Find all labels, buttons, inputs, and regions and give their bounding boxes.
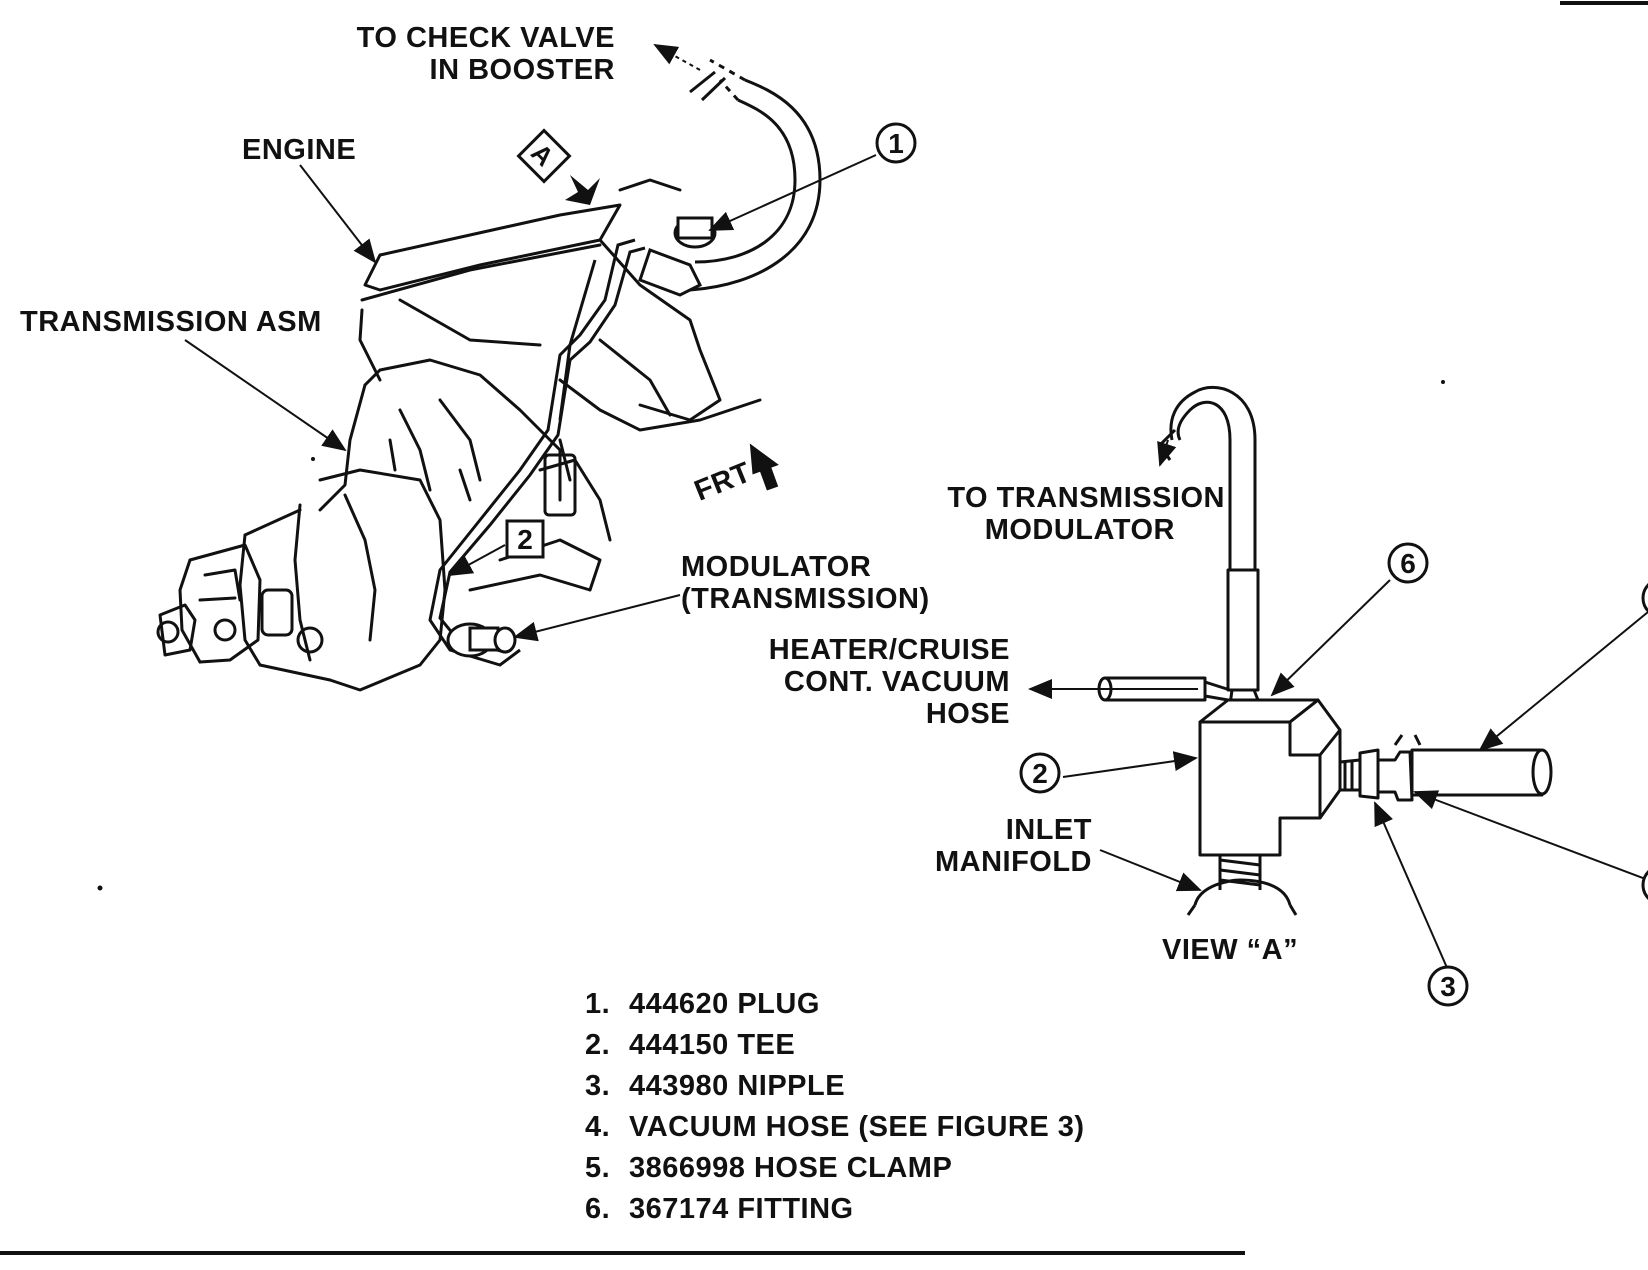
parts-list-item: 2. 444150 TEE	[585, 1029, 1085, 1070]
callout-3: 3	[1427, 965, 1469, 1007]
parts-list-item: 5. 3866998 HOSE CLAMP	[585, 1152, 1085, 1193]
view-a-detail	[1097, 385, 1553, 916]
heater-cruise-hose-label: HEATER/CRUISE CONT. VACUUM HOSE	[768, 634, 1010, 730]
speck	[97, 885, 103, 891]
modulator-unit	[446, 622, 517, 658]
to-transmission-modulator-label: TO TRANSMISSION MODULATOR	[947, 482, 1225, 546]
callout-5-partial	[1641, 870, 1648, 900]
parts-list: 1. 444620 PLUG 2. 444150 TEE 3. 443980 NIPP…	[585, 988, 1085, 1234]
transmission-asm-label: TRANSMISSION ASM	[20, 306, 322, 338]
view-a-leader-lines	[1028, 428, 1648, 971]
booster-hose	[689, 58, 822, 292]
callout-4-partial	[1641, 583, 1648, 613]
modulator-label: MODULATOR (TRANSMISSION)	[681, 551, 930, 615]
callout-6: 6	[1387, 542, 1429, 584]
part-text: 367174 FITTING	[629, 1193, 854, 1225]
view-a-marker	[516, 128, 600, 205]
view-a-caption: VIEW “A”	[1162, 934, 1299, 966]
svg-text:2: 2	[1032, 758, 1048, 789]
svg-text:2: 2	[517, 524, 533, 555]
parts-list-item: 3. 443980 NIPPLE	[585, 1070, 1085, 1111]
parts-list-item: 6. 367174 FITTING	[585, 1193, 1085, 1234]
leader-lines	[184, 154, 877, 642]
vacuum-line	[428, 238, 646, 667]
to-booster-arrow	[653, 44, 701, 71]
svg-text:1: 1	[888, 128, 904, 159]
speck	[311, 457, 315, 461]
part-text: 443980 NIPPLE	[629, 1070, 846, 1102]
frt-arrow-icon	[749, 443, 779, 491]
part-text: 3866998 HOSE CLAMP	[629, 1152, 953, 1184]
engine-label: ENGINE	[242, 134, 357, 166]
part-text: VACUUM HOSE (SEE FIGURE 3)	[629, 1111, 1085, 1143]
svg-text:6: 6	[1400, 548, 1416, 579]
svg-text:3: 3	[1440, 971, 1456, 1002]
part-number: 6.	[585, 1193, 611, 1225]
speck	[1441, 380, 1445, 384]
inlet-manifold-label: INLET MANIFOLD	[934, 814, 1092, 878]
part-text: 444150 TEE	[629, 1029, 796, 1061]
tee-fitting	[638, 216, 717, 297]
check-valve-label: TO CHECK VALVE IN BOOSTER	[356, 22, 615, 86]
part-text: 444620 PLUG	[629, 988, 820, 1020]
part-number: 3.	[585, 1070, 611, 1102]
part-number: 2.	[585, 1029, 611, 1061]
parts-list-item: 4. VACUUM HOSE (SEE FIGURE 3)	[585, 1111, 1085, 1152]
callout-1: 1	[875, 122, 917, 164]
callout-2: 2	[1019, 752, 1061, 794]
part-number: 1.	[585, 988, 611, 1020]
parts-list-item: 1. 444620 PLUG	[585, 988, 1085, 1029]
part-number: 4.	[585, 1111, 611, 1143]
part-number: 5.	[585, 1152, 611, 1184]
callout-box-2: 2	[505, 519, 545, 559]
